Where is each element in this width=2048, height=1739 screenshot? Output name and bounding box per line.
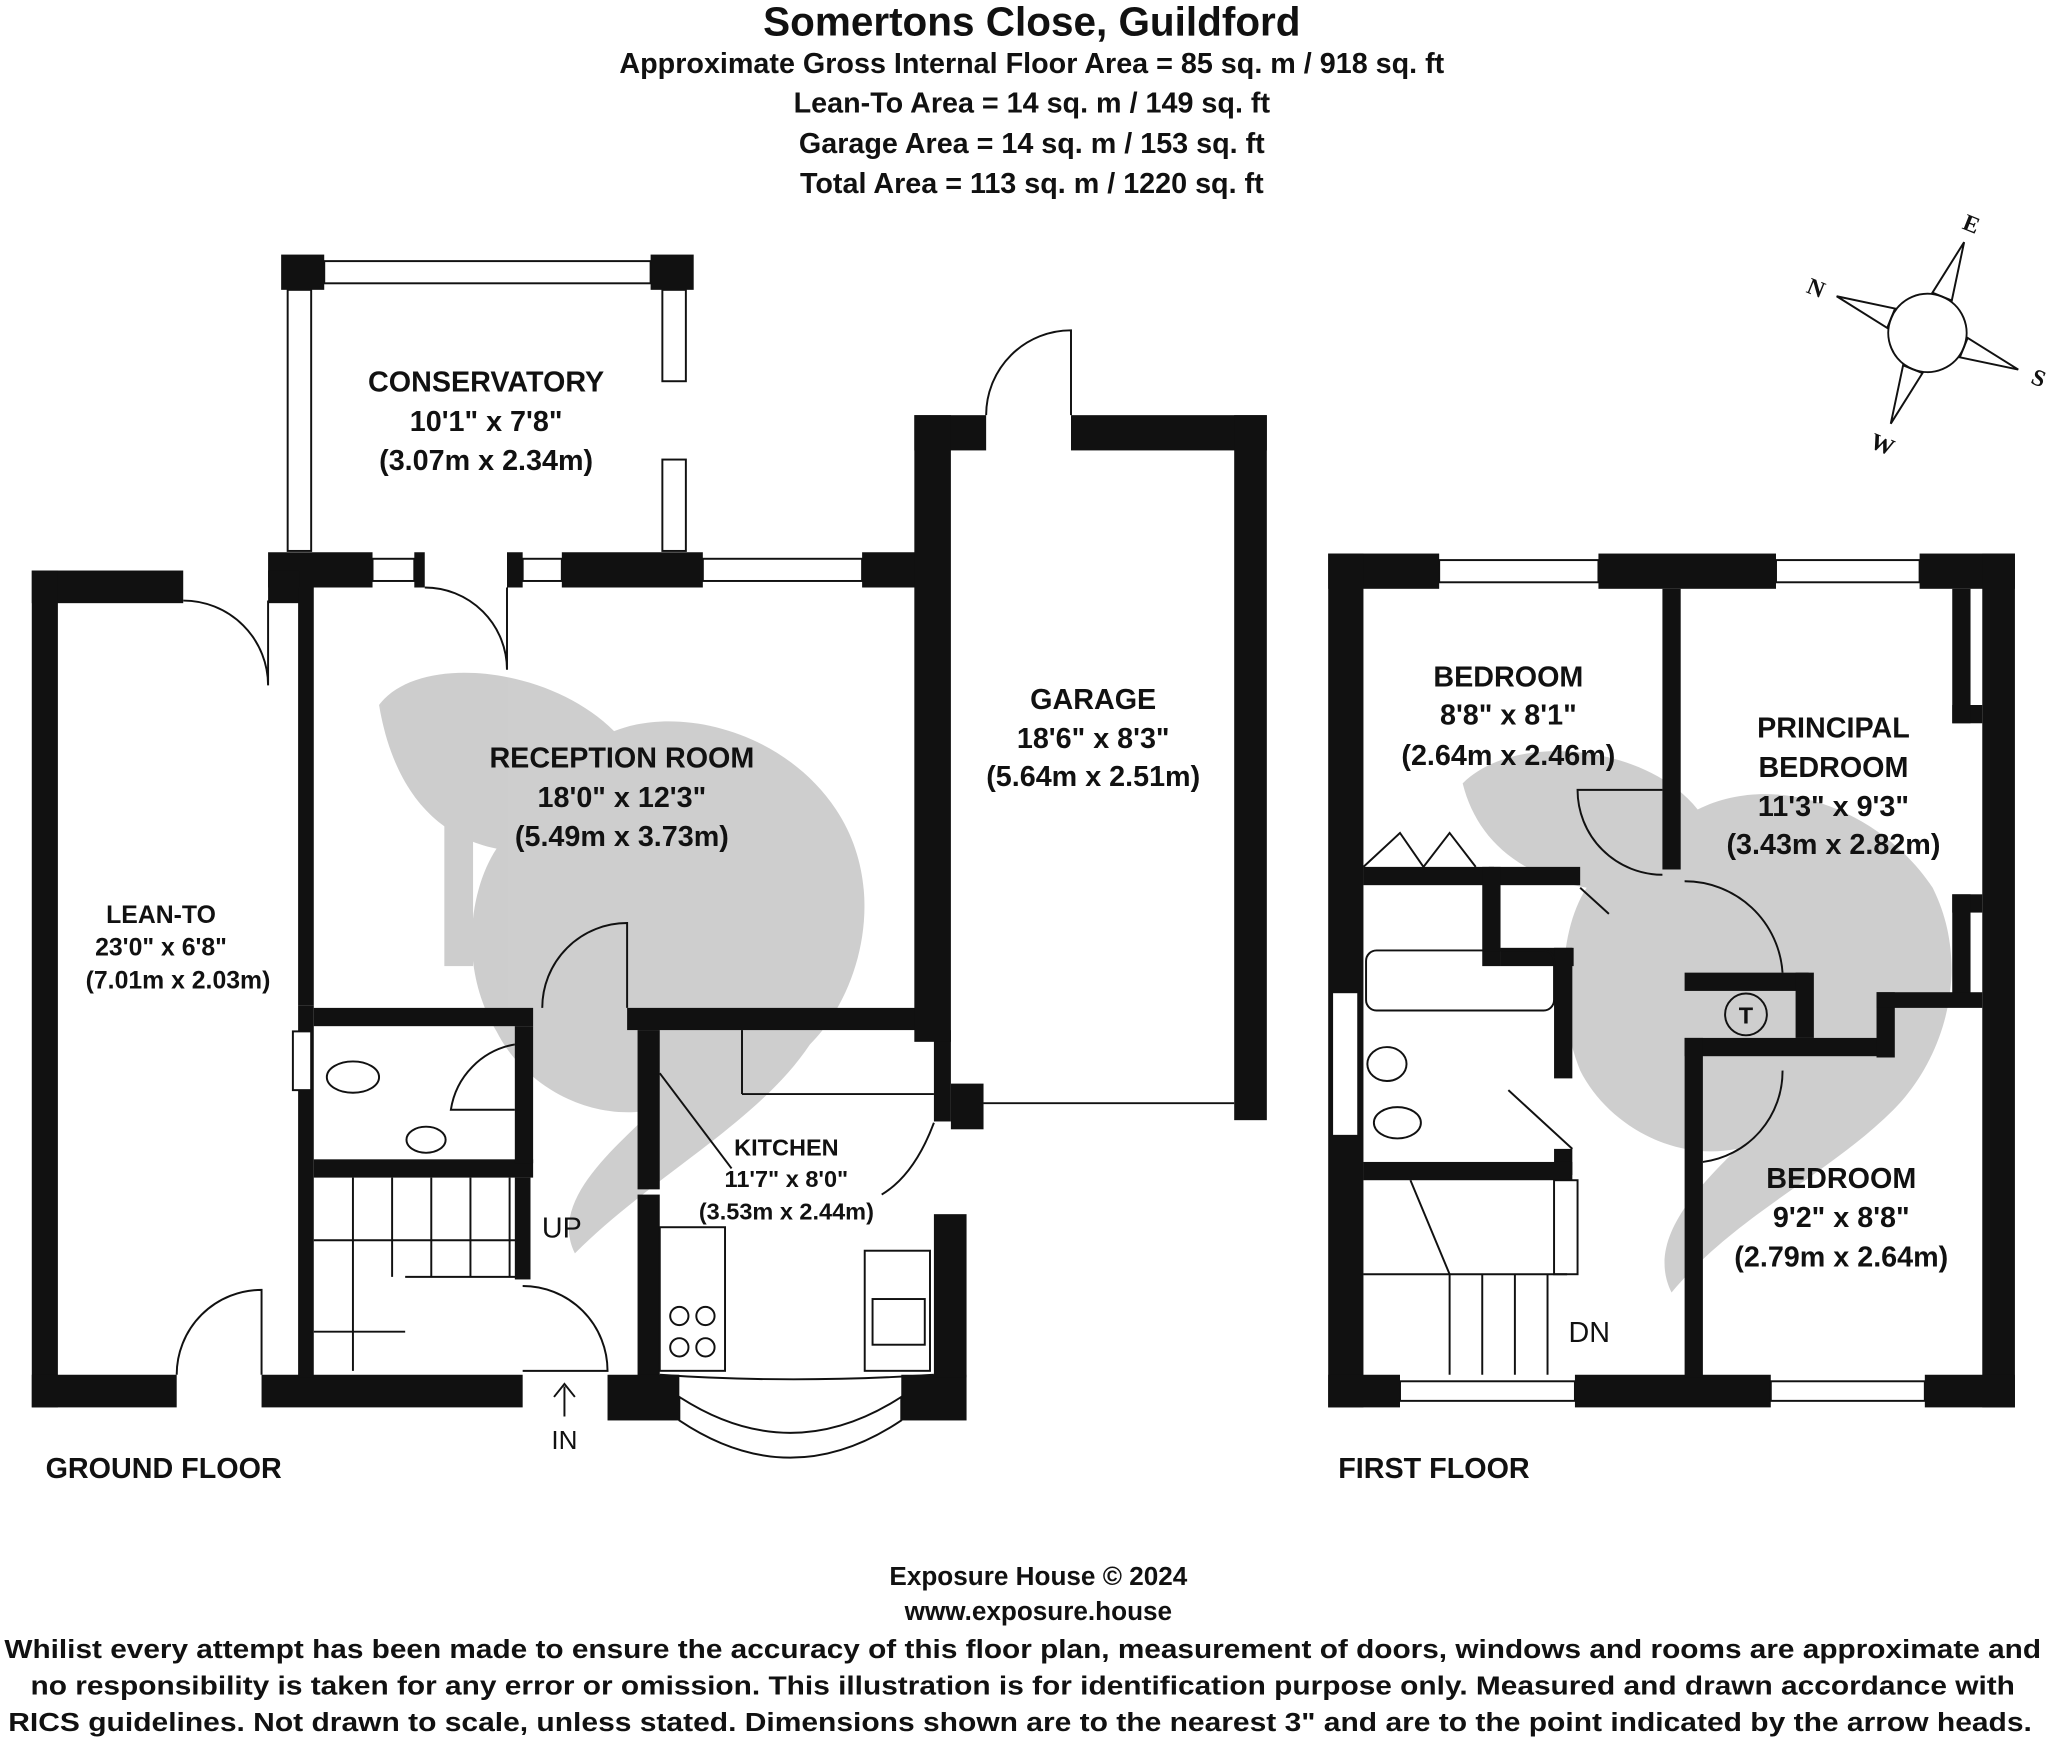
room-dim-imperial: 18'0" x 12'3": [538, 782, 707, 814]
gross-area-line: Approximate Gross Internal Floor Area = …: [619, 48, 1444, 80]
watermark-logo-ground: [379, 672, 865, 1254]
room-name-2: BEDROOM: [1758, 752, 1908, 784]
room-dim-metric: (3.53m x 2.44m): [699, 1198, 874, 1224]
footer: Exposure House © 2024 www.exposure.house…: [4, 1561, 2041, 1737]
first-floor-walls: T: [1328, 553, 2015, 1408]
entrance-label: IN: [551, 1425, 577, 1455]
room-dim-metric: (5.49m x 3.73m): [515, 821, 729, 853]
stairs-first: [1363, 1179, 1579, 1375]
compass-e: E: [1959, 210, 1983, 240]
property-title: Somertons Close, Guildford: [763, 0, 1300, 44]
tank-icon: [1724, 992, 1768, 1037]
stairs-down-label: DN: [1569, 1317, 1610, 1349]
room-name: LEAN-TO: [106, 902, 216, 929]
room-name: GARAGE: [1030, 684, 1156, 716]
room-dim-imperial: 10'1" x 7'8": [410, 406, 563, 438]
stairs-up-label: UP: [542, 1213, 582, 1245]
room-dim-imperial: 18'6" x 8'3": [1017, 723, 1170, 755]
room-dim-metric: (2.64m x 2.46m): [1401, 740, 1615, 772]
room-dim-metric: (5.64m x 2.51m): [986, 761, 1200, 793]
hob-icon: [669, 1305, 716, 1358]
room-bedroom-1: BEDROOM 8'8" x 8'1" (2.64m x 2.46m): [1401, 662, 1615, 772]
website: www.exposure.house: [904, 1596, 1172, 1626]
compass-n: N: [1803, 273, 1829, 303]
room-name: BEDROOM: [1433, 662, 1583, 694]
room-lean-to: LEAN-TO 23'0" x 6'8" (7.01m x 2.03m): [86, 902, 271, 994]
room-name: KITCHEN: [734, 1134, 838, 1160]
room-dim-imperial: 9'2" x 8'8": [1773, 1202, 1910, 1234]
room-kitchen: KITCHEN 11'7" x 8'0" (3.53m x 2.44m): [699, 1134, 874, 1224]
room-garage: GARAGE 18'6" x 8'3" (5.64m x 2.51m): [986, 684, 1200, 793]
room-name: PRINCIPAL: [1757, 713, 1910, 745]
header: Somertons Close, Guildford Approximate G…: [619, 0, 1444, 200]
compass-s: S: [2028, 364, 2048, 393]
room-dim-metric: (3.43m x 2.82m): [1726, 829, 1940, 861]
room-name: CONSERVATORY: [368, 367, 604, 399]
watermark-logo-first: [1462, 751, 1952, 1293]
compass-w: W: [1866, 429, 1898, 462]
entrance-arrow-icon: [553, 1382, 576, 1417]
disclaimer-line-2: no responsibility is taken for any error…: [30, 1671, 2014, 1701]
room-dim-imperial: 23'0" x 6'8": [95, 935, 227, 962]
total-area-line: Total Area = 113 sq. m / 1220 sq. ft: [800, 168, 1264, 200]
room-name: RECEPTION ROOM: [489, 743, 754, 775]
stairs-ground: [313, 1177, 530, 1371]
ground-floor-label: GROUND FLOOR: [46, 1453, 282, 1485]
disclaimer-line-3: RICS guidelines. Not drawn to scale, unl…: [8, 1707, 2032, 1737]
room-dim-imperial: 11'3" x 9'3": [1758, 791, 1909, 823]
first-floor-label: FIRST FLOOR: [1338, 1453, 1530, 1485]
room-bedroom-2: BEDROOM 9'2" x 8'8" (2.79m x 2.64m): [1734, 1163, 1948, 1273]
compass-icon: N E S W: [1803, 210, 2048, 462]
disclaimer-line-1: Whilist every attempt has been made to e…: [4, 1634, 2041, 1664]
tank-label: T: [1739, 1003, 1754, 1029]
garage-area-line: Garage Area = 14 sq. m / 153 sq. ft: [799, 128, 1265, 160]
room-dim-metric: (7.01m x 2.03m): [86, 967, 271, 994]
lean-to-area-line: Lean-To Area = 14 sq. m / 149 sq. ft: [794, 87, 1271, 119]
room-name: BEDROOM: [1766, 1163, 1916, 1195]
room-dim-metric: (3.07m x 2.34m): [379, 445, 593, 477]
room-dim-imperial: 8'8" x 8'1": [1440, 700, 1577, 732]
ground-floor-walls: [31, 254, 1267, 1459]
room-conservatory: CONSERVATORY 10'1" x 7'8" (3.07m x 2.34m…: [368, 367, 604, 477]
room-reception: RECEPTION ROOM 18'0" x 12'3" (5.49m x 3.…: [489, 743, 754, 853]
room-dim-metric: (2.79m x 2.64m): [1734, 1241, 1948, 1273]
room-principal-bedroom: PRINCIPAL BEDROOM 11'3" x 9'3" (3.43m x …: [1726, 713, 1940, 861]
company-credit: Exposure House © 2024: [889, 1561, 1187, 1591]
room-dim-imperial: 11'7" x 8'0": [725, 1166, 849, 1192]
